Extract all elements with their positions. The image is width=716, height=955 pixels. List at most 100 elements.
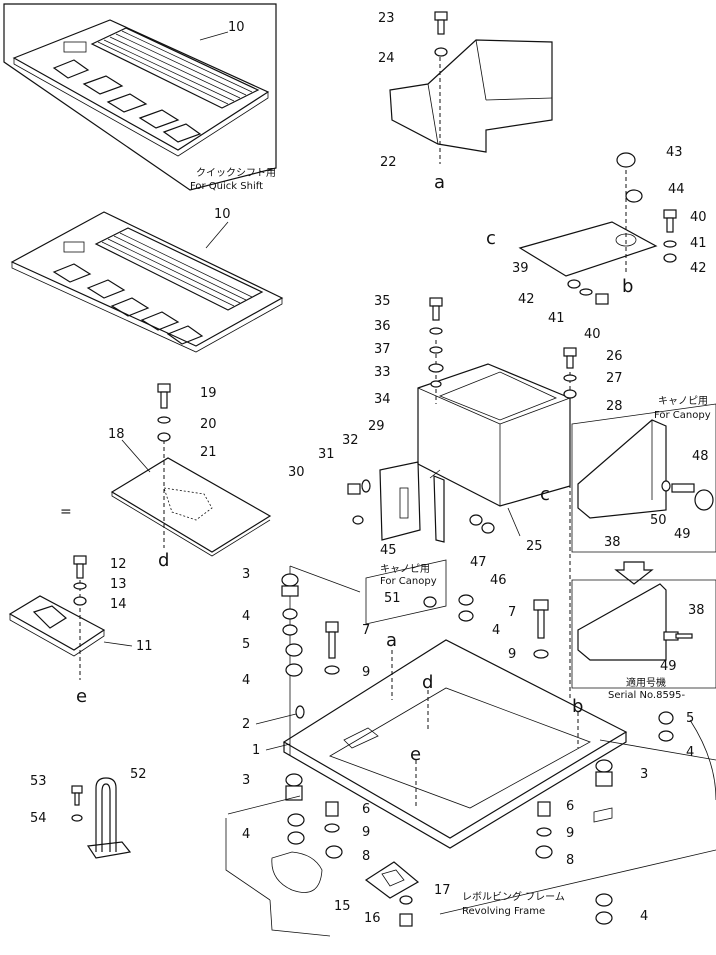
label-3-bottom: 3 (242, 773, 250, 788)
left-top-mount (281, 573, 305, 719)
box-25 (417, 297, 577, 700)
cover-22 (389, 11, 553, 164)
label-49-canopy: 49 (674, 527, 691, 542)
quick-shift-inset (3, 3, 277, 191)
connector-b-source: b (622, 276, 633, 297)
label-24: 24 (378, 51, 395, 66)
main-frame-1 (282, 565, 628, 849)
label-6-left: 6 (362, 802, 370, 817)
label-4-right: 4 (686, 745, 694, 760)
label-53: 53 (30, 774, 47, 789)
label-10-quick-shift: 10 (228, 20, 245, 35)
label-34: 34 (374, 392, 391, 407)
label-12: 12 (110, 557, 127, 572)
label-4-top: 4 (242, 609, 250, 624)
canopy-box-51 (365, 559, 447, 625)
quick-shift-grille (90, 27, 260, 109)
plate-29 (347, 461, 495, 543)
caption-serial-en: Serial No.8595- (608, 690, 686, 701)
center-lower-fasteners (324, 801, 553, 859)
label-45: 45 (380, 543, 397, 558)
label-40-left: 40 (584, 327, 601, 342)
label-4-bottom: 4 (242, 827, 250, 842)
label-7-left: 7 (362, 623, 370, 638)
label-23: 23 (378, 11, 395, 26)
left-bottom-mount (285, 773, 305, 845)
connector-b-target: b (572, 696, 583, 717)
label-11: 11 (136, 639, 153, 654)
label-7-right: 7 (508, 605, 516, 620)
caption-canopy-en-2: For Canopy (654, 410, 711, 421)
label-16: 16 (364, 911, 381, 926)
plate-39 (518, 152, 677, 305)
label-27: 27 (606, 371, 623, 386)
label-37: 37 (374, 342, 391, 357)
label-15: 15 (334, 899, 351, 914)
label-31: 31 (318, 447, 335, 462)
floor-mat (10, 211, 284, 353)
label-26: 26 (606, 349, 623, 364)
label-4-right-top: 4 (492, 623, 500, 638)
label-14: 14 (110, 597, 127, 612)
label-51: 51 (384, 591, 401, 606)
cover-18 (110, 383, 272, 557)
label-49-serial: 49 (660, 659, 677, 674)
connector-d-target: d (422, 672, 433, 693)
caption-frame-en: Revolving Frame (462, 906, 545, 917)
label-32: 32 (342, 433, 359, 448)
label-47: 47 (470, 555, 487, 570)
label-3-top: 3 (242, 567, 250, 582)
label-22: 22 (380, 155, 397, 170)
right-mount (593, 711, 674, 823)
label-9-left: 9 (362, 665, 370, 680)
label-46: 46 (490, 573, 507, 588)
label-20: 20 (200, 417, 217, 432)
label-17: 17 (434, 883, 451, 898)
label-33: 33 (374, 365, 391, 380)
label-41-right: 41 (690, 236, 707, 251)
label-52: 52 (130, 767, 147, 782)
caption-frame-jp: レボルビング フレーム (462, 890, 565, 903)
right-top-nuts (458, 594, 549, 659)
bracket-11 (8, 555, 106, 680)
connector-c-source: c (486, 228, 496, 249)
caption-canopy-en-1: For Canopy (380, 576, 437, 587)
label-2: 2 (242, 717, 250, 732)
label-21: 21 (200, 445, 217, 460)
handle-52 (71, 777, 132, 859)
connector-c-target: c (540, 484, 550, 505)
connector-d-source: d (158, 550, 169, 571)
label-36: 36 (374, 319, 391, 334)
floor-mat-grille (94, 227, 264, 311)
label-8-left: 8 (362, 849, 370, 864)
label-50: 50 (650, 513, 667, 528)
label-25: 25 (526, 539, 543, 554)
label-4-mid: 4 (242, 673, 250, 688)
label-35: 35 (374, 294, 391, 309)
connector-a-target: a (386, 630, 397, 651)
label-4-frame: 4 (640, 909, 648, 924)
revolving-frame (225, 719, 716, 937)
label-38-serial: 38 (688, 603, 705, 618)
label-39: 39 (512, 261, 529, 276)
caption-quick-shift-jp: クイックシフト用 (196, 167, 276, 179)
label-10-floor-mat: 10 (214, 207, 231, 222)
label-43: 43 (666, 145, 683, 160)
label-1: 1 (252, 743, 260, 758)
caption-quick-shift-en: For Quick Shift (190, 181, 263, 192)
label-5-left: 5 (242, 637, 250, 652)
label-9-right: 9 (508, 647, 516, 662)
label-28: 28 (606, 399, 623, 414)
label-29: 29 (368, 419, 385, 434)
caption-canopy-jp-2: キャノピ用 (658, 395, 708, 407)
label-9-lower-right: 9 (566, 826, 574, 841)
label-19: 19 (200, 386, 217, 401)
cover-15 (364, 861, 420, 927)
connector-e-source: e (76, 686, 87, 707)
label-13: 13 (110, 577, 127, 592)
label-18: 18 (108, 427, 125, 442)
label-5-right: 5 (686, 711, 694, 726)
label-8-right: 8 (566, 853, 574, 868)
caption-serial-jp: 適用号機 (626, 676, 666, 689)
